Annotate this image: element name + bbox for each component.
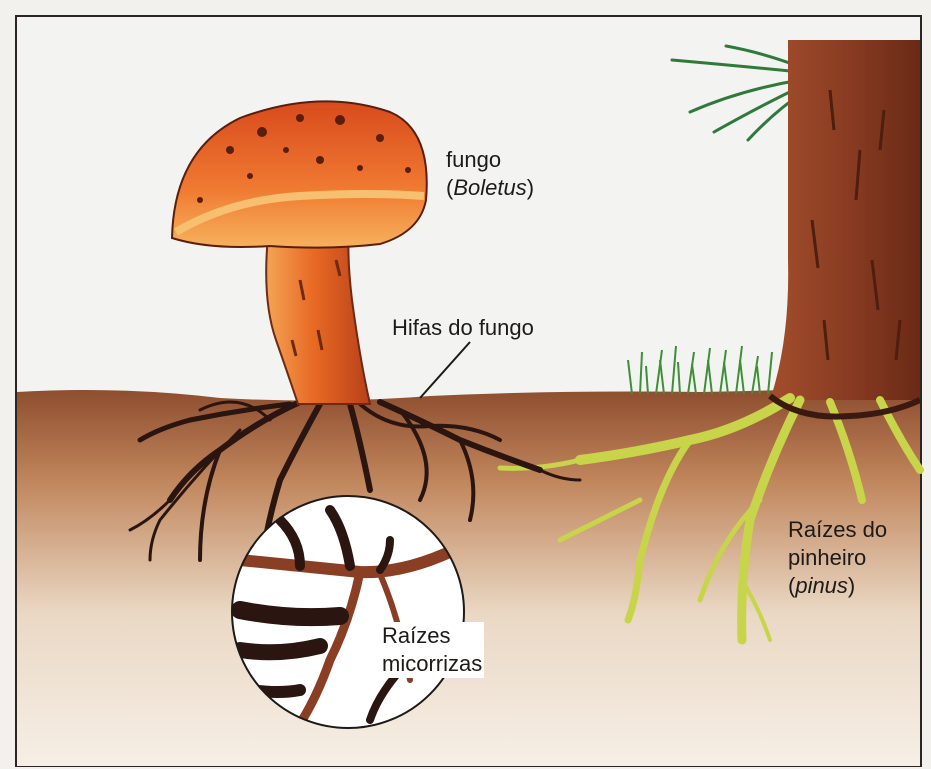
pine-genus: pinus <box>795 573 848 598</box>
hyphae-label: Hifas do fungo <box>392 314 534 342</box>
pine-roots-label: Raízes do pinheiro (pinus) <box>788 516 887 600</box>
fungus-genus: Boletus <box>453 175 526 200</box>
pine-genus-line: (pinus) <box>788 572 887 600</box>
fungus-genus-line: (Boletus) <box>446 174 534 202</box>
fungus-label: fungo (Boletus) <box>446 146 534 202</box>
mycorrhizal-roots-label: Raízes micorrizas <box>380 622 484 678</box>
fungus-name: fungo <box>446 146 534 174</box>
